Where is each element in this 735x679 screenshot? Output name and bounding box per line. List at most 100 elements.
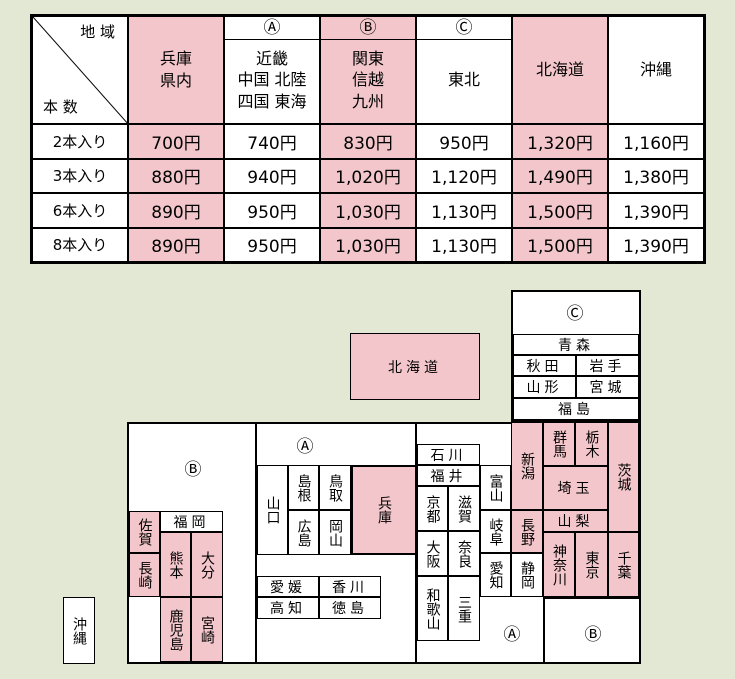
- map-okinawa: 沖縄: [63, 597, 95, 664]
- map-miyagi: 宮城: [576, 376, 639, 398]
- map-tochigi: 栃木: [575, 422, 608, 466]
- column-mark: Ⓐ: [225, 17, 319, 40]
- column-mark: Ⓒ: [417, 17, 511, 40]
- row-label: 6本入り: [32, 193, 128, 228]
- price-cell: 1,390円: [608, 193, 704, 228]
- corner-diagonal: [33, 17, 129, 125]
- map-wakayama: 和歌山: [417, 576, 448, 641]
- map-iwate: 岩手: [576, 355, 639, 376]
- column-label: 北海道: [535, 60, 584, 80]
- map-gunma: 群馬: [543, 422, 575, 466]
- price-cell: 1,500円: [512, 227, 608, 262]
- price-cell: 1,380円: [608, 158, 704, 193]
- row-label: 2本入り: [32, 124, 128, 159]
- corner-bottom-label: 本 数: [43, 98, 78, 116]
- map-akita: 秋田: [513, 355, 576, 376]
- row-label: 8本入り: [32, 227, 128, 262]
- map-miyazaki: 宮崎: [191, 597, 223, 662]
- map-hokkaido: 北海道: [350, 333, 480, 400]
- map-tokushima: 徳島: [319, 597, 381, 619]
- region-b-east-area: [543, 597, 641, 664]
- column-header-4: 北海道: [512, 16, 608, 124]
- price-cell: 950円: [416, 124, 512, 159]
- price-cell: 880円: [128, 158, 224, 193]
- region-c-mark: Ⓒ: [566, 303, 584, 324]
- map-fukushima: 福島: [513, 398, 639, 420]
- region-a-west-mark: Ⓐ: [296, 436, 314, 457]
- column-header-5: 沖縄: [608, 16, 704, 124]
- map-kochi: 高知: [257, 597, 319, 619]
- map-nagano: 長野: [511, 510, 543, 553]
- column-label: 関東 信越 九州: [351, 48, 384, 111]
- region-b-west-mark: Ⓑ: [184, 459, 202, 480]
- map-shiga: 滋賀: [448, 486, 480, 531]
- column-mark: Ⓑ: [321, 17, 415, 40]
- price-cell: 1,500円: [512, 193, 608, 228]
- price-cell: 1,030円: [320, 193, 416, 228]
- price-cell: 890円: [128, 227, 224, 262]
- map-osaka: 大阪: [417, 531, 448, 576]
- price-cell: 1,490円: [512, 158, 608, 193]
- map-kumamoto: 熊本: [160, 532, 191, 597]
- map-tokyo: 東京: [575, 532, 608, 597]
- map-aomori: 青森: [513, 334, 639, 355]
- map-toyama: 富山: [480, 465, 511, 510]
- price-cell: 700円: [128, 124, 224, 159]
- column-header-3: Ⓒ 東北: [416, 16, 512, 124]
- map-kagoshima: 鹿児島: [160, 597, 191, 662]
- map-kanagawa: 神奈川: [543, 532, 575, 597]
- map-okayama: 岡山: [319, 510, 351, 555]
- map-kagawa: 香川: [319, 576, 381, 597]
- map-shimane: 島根: [288, 465, 319, 510]
- table-corner: 地 域 本 数: [32, 16, 129, 125]
- corner-top-label: 地 域: [80, 23, 115, 41]
- column-header-0: 兵庫 県内: [128, 16, 224, 124]
- price-cell: 1,320円: [512, 124, 608, 159]
- price-cell: 1,120円: [416, 158, 512, 193]
- price-cell: 1,130円: [416, 227, 512, 262]
- map-yamanashi: 山梨: [543, 510, 608, 532]
- column-label: 近畿 中国 北陸 四国 東海: [237, 48, 307, 111]
- map-fukuoka: 福岡: [160, 511, 223, 532]
- map-aichi: 愛知: [480, 553, 511, 597]
- map-mie: 三重: [448, 576, 480, 641]
- map-nagasaki: 長崎: [129, 553, 160, 597]
- price-cell: 740円: [224, 124, 320, 159]
- price-cell: 1,130円: [416, 193, 512, 228]
- map-yamaguchi: 山口: [257, 465, 288, 555]
- price-cell: 1,160円: [608, 124, 704, 159]
- price-cell: 890円: [128, 193, 224, 228]
- map-ehime: 愛媛: [257, 576, 319, 597]
- region-a-east-mark: Ⓐ: [503, 624, 521, 645]
- map-nara: 奈良: [448, 531, 480, 576]
- map-tottori: 鳥取: [319, 465, 351, 510]
- map-ishikawa: 石川: [417, 444, 480, 465]
- map-saga: 佐賀: [129, 511, 160, 553]
- column-label: 沖縄: [639, 60, 672, 80]
- map-hiroshima: 広島: [288, 510, 319, 555]
- map-fukui: 福井: [417, 465, 480, 486]
- row-label: 3本入り: [32, 158, 128, 193]
- map-ibaraki: 茨城: [608, 422, 639, 532]
- map-niigata: 新潟: [511, 422, 543, 510]
- map-shizuoka: 静岡: [511, 553, 543, 597]
- price-cell: 950円: [224, 227, 320, 262]
- price-table: 地 域 本 数 兵庫 県内 Ⓐ 近畿 中国 北陸 四国 東海 Ⓑ 関東 信越 九州 Ⓒ 東北…: [30, 14, 706, 264]
- price-cell: 950円: [224, 193, 320, 228]
- price-cell: 940円: [224, 158, 320, 193]
- map-yamagata: 山形: [513, 376, 576, 398]
- column-header-2: Ⓑ 関東 信越 九州: [320, 16, 416, 124]
- column-header-1: Ⓐ 近畿 中国 北陸 四国 東海: [224, 16, 320, 124]
- map-kyoto: 京都: [417, 486, 448, 531]
- price-cell: 830円: [320, 124, 416, 159]
- column-label: 兵庫 県内: [159, 49, 192, 90]
- map-gifu: 岐阜: [480, 510, 511, 553]
- region-b-east-mark: Ⓑ: [584, 624, 602, 645]
- map-saitama: 埼玉: [543, 466, 608, 510]
- column-label: 東北: [447, 70, 480, 90]
- map-oita: 大分: [191, 532, 223, 597]
- price-cell: 1,390円: [608, 227, 704, 262]
- price-cell: 1,030円: [320, 227, 416, 262]
- map-hyogo: 兵庫: [351, 465, 417, 555]
- price-cell: 1,020円: [320, 158, 416, 193]
